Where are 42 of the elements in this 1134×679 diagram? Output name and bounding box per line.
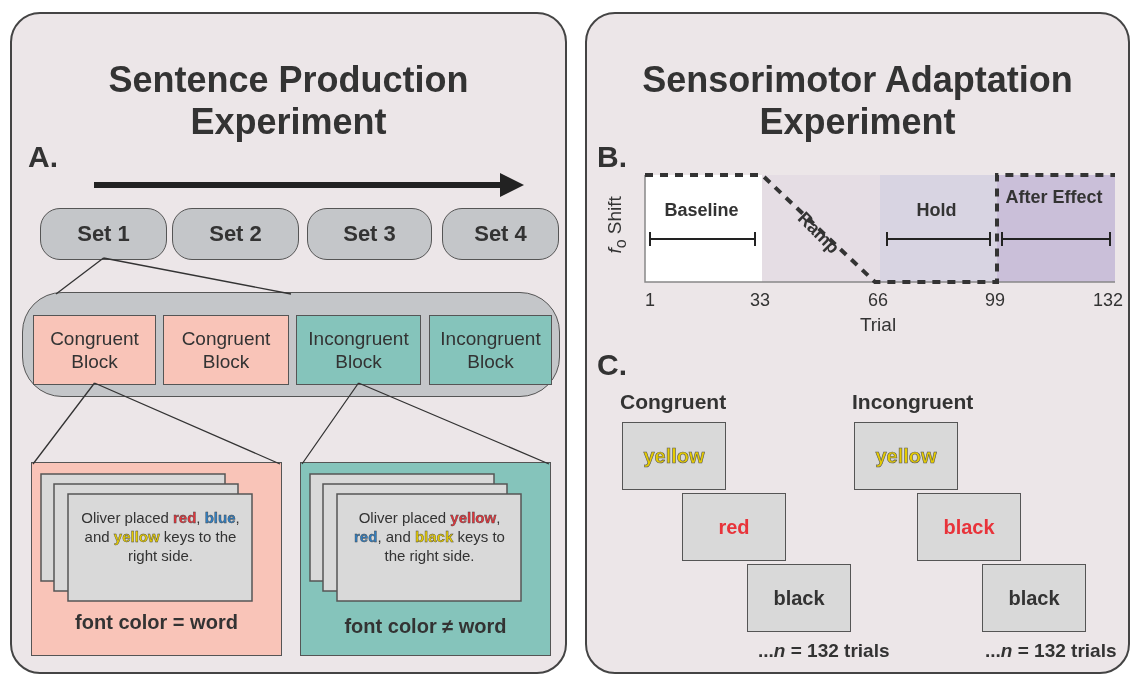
tick-label: 1 [644,290,656,311]
stimulus-card: yellow [854,422,958,490]
phase-label: Baseline [663,200,740,221]
set-pill: Set 1 [40,208,167,260]
set-pill: Set 3 [307,208,432,260]
condition-caption: font color ≠ word [343,615,508,638]
condition-panel [300,462,551,656]
tick-label: 99 [984,290,1006,311]
trial-count: ...n = 132 trials [758,640,890,662]
panel-title: Sensorimotor Adaptation Experiment [641,59,1074,143]
block-band [22,292,560,397]
tick-label: 33 [749,290,771,311]
axis-title: Trial [858,314,898,336]
set-pill: Set 2 [172,208,299,260]
stimulus-card: black [917,493,1021,561]
panel-letter: C. [597,348,627,382]
condition-panel [31,462,282,656]
panel-title: Sentence Production Experiment [107,59,470,143]
stimulus-card: black [747,564,851,632]
stimulus-card: black [982,564,1086,632]
zoom-line [301,382,550,465]
set-pill: Set 4 [442,208,559,260]
tick-label: 66 [867,290,889,311]
tick-label: 132 [1091,290,1124,311]
zoom-line [55,257,292,295]
trial-count: ...n = 132 trials [985,640,1117,662]
zoom-line [32,382,281,465]
condition-caption: font color = word [74,611,239,634]
block-tile: Incongruent Block [429,315,552,385]
phase-label: After Effect [1004,186,1104,208]
stimulus-card: red [682,493,786,561]
experiment-panel [585,12,1130,674]
condition-heading: Congruent [620,390,727,414]
block-tile: Congruent Block [163,315,289,385]
phase-label: Hold [915,200,958,221]
experiment-panel [10,12,567,674]
panel-letter: A. [28,140,58,174]
block-tile: Incongruent Block [296,315,421,385]
stimulus-card: yellow [622,422,726,490]
panel-letter: B. [597,140,627,174]
block-tile: Congruent Block [33,315,156,385]
condition-heading: Incongruent [852,390,974,414]
